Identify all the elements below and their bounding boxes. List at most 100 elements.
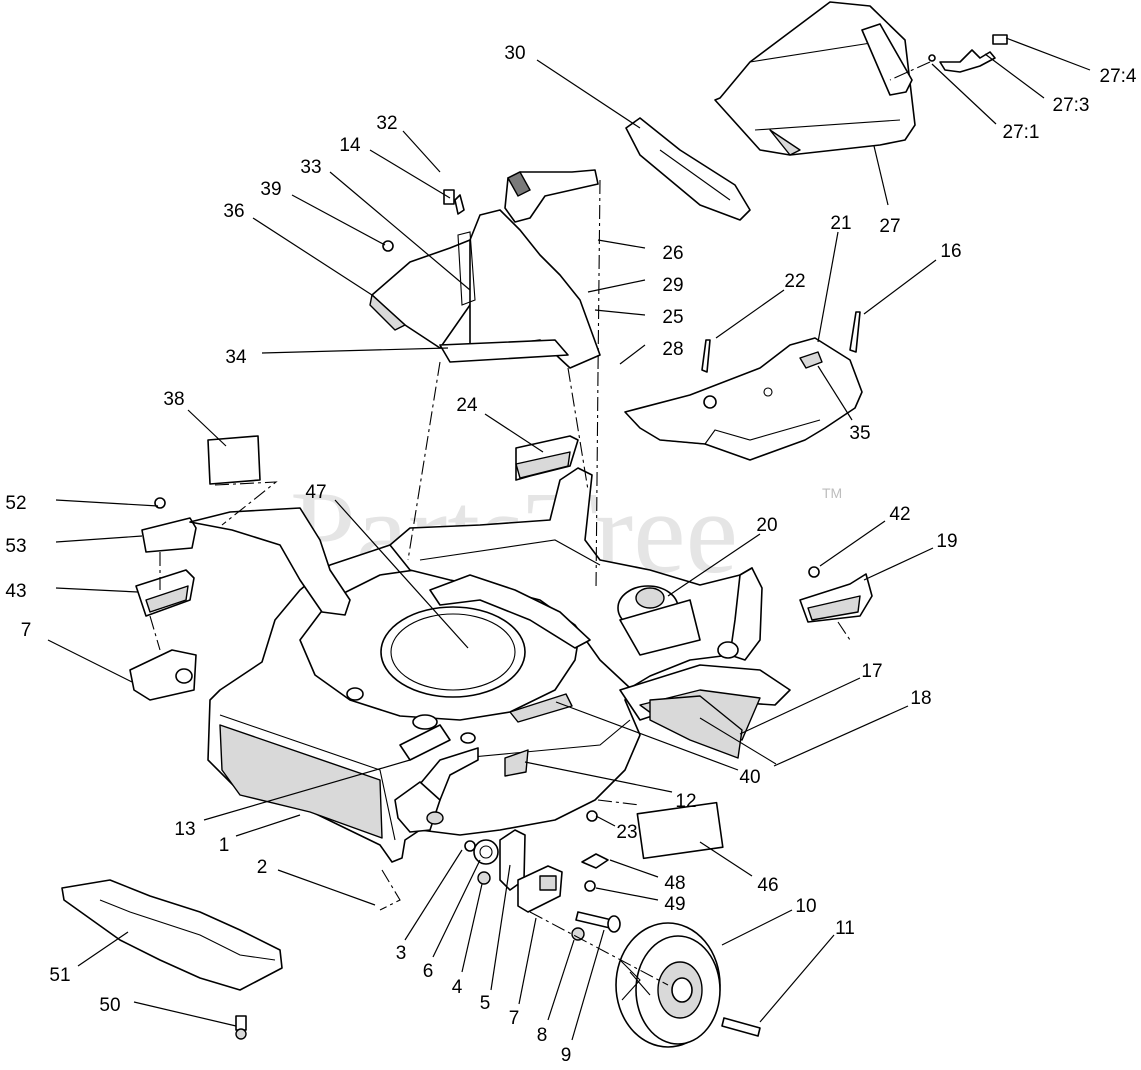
callout-leader <box>699 841 753 877</box>
callout-leader <box>261 347 449 354</box>
callout-label: 48 <box>664 873 685 894</box>
callout-leader <box>619 344 646 365</box>
callout-leader <box>518 917 537 1005</box>
callout-leader <box>133 1001 237 1027</box>
discharge-handle-part <box>504 117 751 223</box>
callout-label: 53 <box>5 536 26 557</box>
callout-leader <box>55 587 139 593</box>
callout-label: 16 <box>940 241 961 262</box>
callout-label: 11 <box>835 918 855 939</box>
callout-label: 39 <box>260 179 281 200</box>
callout-label: 50 <box>99 995 120 1016</box>
callout-label: 5 <box>480 993 491 1014</box>
callout-leader <box>817 365 853 421</box>
callout-label: 22 <box>784 271 805 292</box>
callout-leader <box>597 239 646 249</box>
callout-label: 10 <box>795 896 816 917</box>
callout-label: 32 <box>376 113 397 134</box>
callout-label: 35 <box>849 423 870 444</box>
callout-leader <box>1005 37 1091 71</box>
callout-leader <box>873 145 889 206</box>
callout-label: 9 <box>561 1045 572 1066</box>
callout-label: 49 <box>664 894 685 915</box>
callout-leader <box>235 814 301 837</box>
callout-leader <box>277 869 376 906</box>
callout-leader <box>555 701 739 771</box>
callout-leader <box>739 677 861 735</box>
callout-label: 17 <box>861 661 882 682</box>
callout-leader <box>595 815 616 827</box>
callout-leader <box>759 934 835 1023</box>
callout-leader <box>536 59 641 129</box>
callout-label: 27:3 <box>1053 95 1090 116</box>
callout-label: 27:4 <box>1100 66 1137 87</box>
callout-label: 13 <box>174 819 195 840</box>
rear-flap-part <box>649 695 777 765</box>
callout-leader <box>404 849 463 941</box>
bracket-parts <box>129 435 873 701</box>
callout-label: 46 <box>757 875 778 896</box>
callout-leader <box>329 171 471 291</box>
callout-leader <box>77 931 129 967</box>
callout-label: 12 <box>675 791 696 812</box>
callout-leader <box>773 705 909 767</box>
callout-label: 51 <box>49 965 70 986</box>
callout-leader <box>609 859 659 878</box>
callout-label: 36 <box>223 201 244 222</box>
callout-leader <box>402 130 441 173</box>
callout-leader <box>571 929 605 1041</box>
callout-label: 1 <box>219 835 230 856</box>
callout-leader <box>863 547 934 581</box>
callout-label: 7 <box>21 620 32 641</box>
callout-leader <box>55 535 143 543</box>
callout-label: 3 <box>396 943 407 964</box>
callout-label: 24 <box>456 395 478 416</box>
callout-leader <box>187 409 227 447</box>
callout-leader <box>369 149 451 199</box>
callout-leader <box>461 883 483 973</box>
callout-leader <box>55 499 159 507</box>
callout-label: 8 <box>537 1025 548 1046</box>
callout-label: 14 <box>339 135 361 156</box>
callout-label: 52 <box>5 493 26 514</box>
callout-label: 43 <box>5 581 26 602</box>
callout-leader <box>432 859 481 958</box>
callout-label: 23 <box>616 822 637 843</box>
wheel-assembly-part <box>464 801 761 1048</box>
callout-label: 20 <box>756 515 777 536</box>
callout-leader <box>863 259 937 315</box>
callout-leader <box>984 53 1045 99</box>
watermark-trademark: TM <box>822 485 842 501</box>
grass-bag-part <box>714 1 1008 156</box>
callout-label: 27:1 <box>1003 122 1040 143</box>
mower-deck-part <box>207 539 641 863</box>
callout-leader <box>334 499 469 649</box>
callout-leader <box>721 909 793 946</box>
callout-leader <box>595 887 659 901</box>
callout-leader <box>715 289 785 339</box>
callout-layer: 3027:427:327:132143339362726292528342221… <box>5 37 1137 1066</box>
callout-label: 26 <box>662 243 683 264</box>
callout-label: 28 <box>662 339 683 360</box>
callout-label: 34 <box>225 347 247 368</box>
callout-leader <box>587 279 646 293</box>
callout-leader <box>490 864 511 991</box>
callout-leader <box>817 231 839 343</box>
callout-label: 33 <box>300 157 321 178</box>
rear-cover-part <box>624 311 863 461</box>
callout-leader <box>931 63 997 125</box>
callout-label: 47 <box>305 482 326 503</box>
callout-label: 19 <box>936 531 957 552</box>
front-bumper-part <box>61 879 283 1040</box>
callout-leader <box>484 413 544 453</box>
callout-leader <box>203 759 411 821</box>
callout-label: 21 <box>830 213 851 234</box>
callout-leader <box>819 520 886 567</box>
callout-leader <box>594 309 646 316</box>
callout-label: 42 <box>889 504 910 525</box>
callout-label: 4 <box>452 977 463 998</box>
callout-label: 7 <box>509 1008 520 1029</box>
callout-leader <box>547 939 575 1021</box>
callout-leader <box>47 639 133 683</box>
